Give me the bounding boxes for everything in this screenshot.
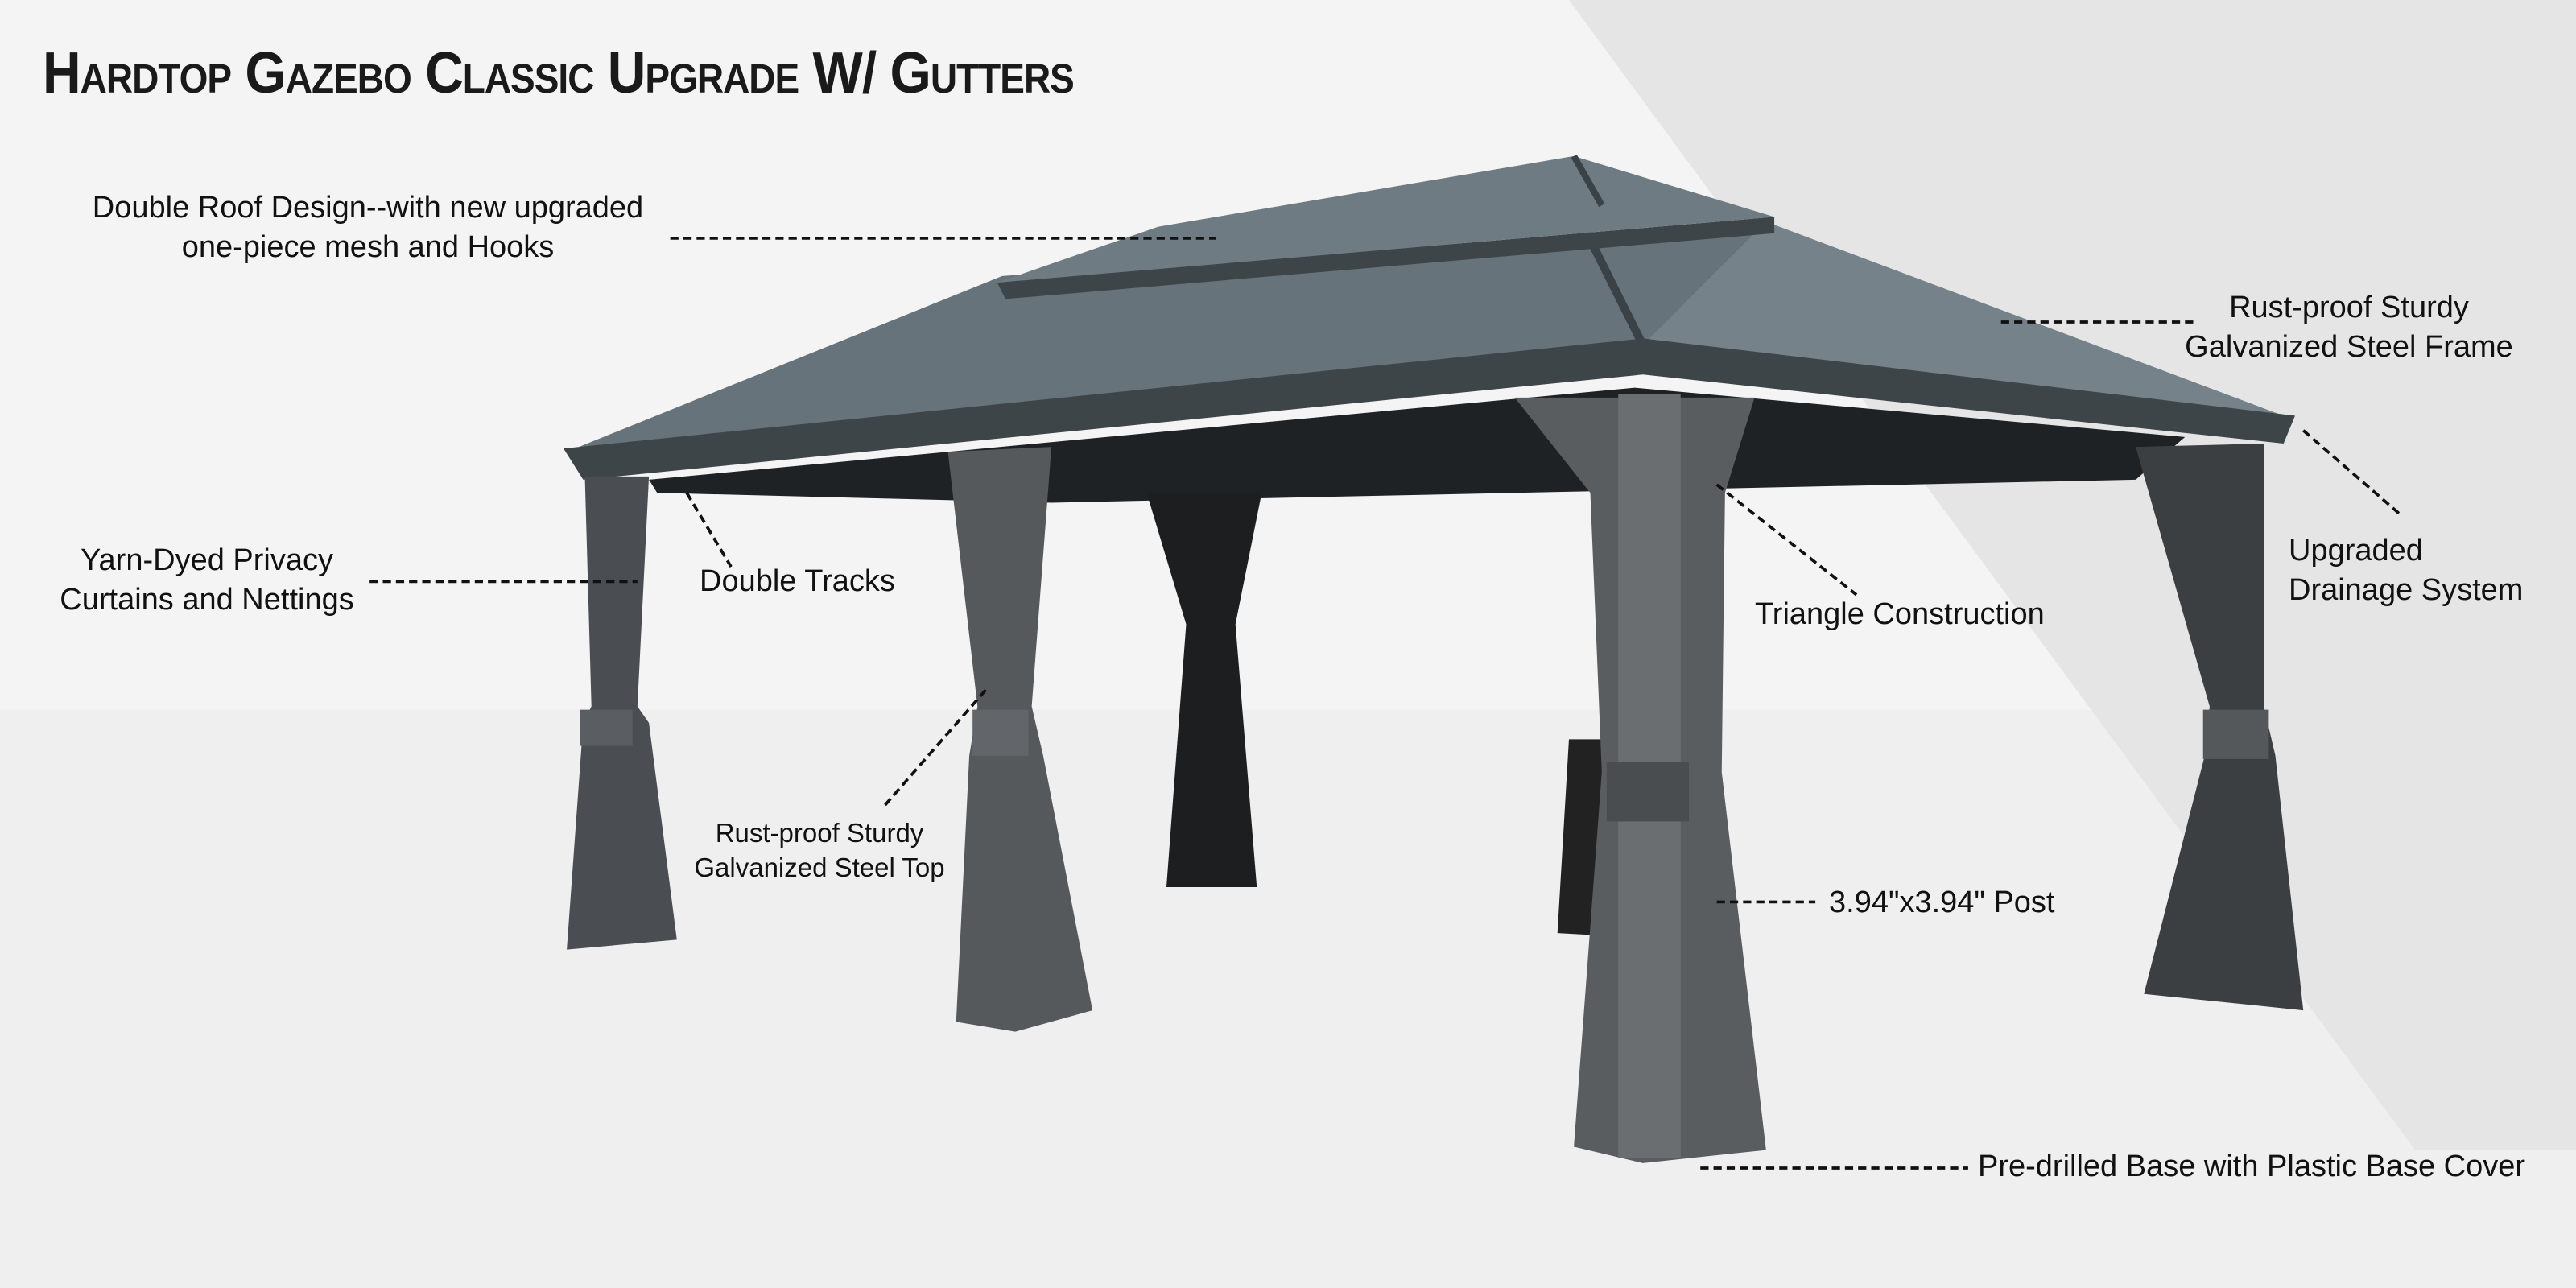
curtain-tie-2 [972,709,1029,756]
callout-base: Pre-drilled Base with Plastic Base Cover [1978,1150,2526,1183]
curtain-tie-3 [1606,762,1689,822]
back-post-curtain [1146,493,1262,888]
upper-roof-band [997,217,1775,299]
callout-line: Double Roof Design--with new upgraded [92,191,644,225]
curtain-tie-1 [580,709,633,746]
leader-lines [369,237,2403,1170]
callout-line: Galvanized Steel Top [694,852,945,882]
main-roof-shade [1642,221,2292,419]
callout-curtains: Yarn-Dyed Privacy Curtains and Nettings [60,541,353,620]
leader-triangle [1715,483,1858,597]
gutter-fascia [564,338,2296,480]
callout-drainage: Upgraded Drainage System [2289,531,2523,610]
callout-line: Upgraded [2289,534,2423,568]
callout-line: Galvanized Steel Frame [2185,330,2513,364]
callout-line: Rust-proof Sturdy [2229,291,2469,324]
curtain-tie-4 [2202,709,2269,759]
hip-ridge [1581,228,1647,347]
callout-post: 3.94"x3.94" Post [1829,886,2055,919]
callout-line: Rust-proof Sturdy [715,818,924,848]
callout-frame: Rust-proof Sturdy Galvanized Steel Frame [2185,288,2513,367]
callout-double-roof: Double Roof Design--with new upgraded on… [93,188,643,267]
callout-triangle: Triangle Construction [1755,597,2045,631]
callout-top: Rust-proof Sturdy Galvanized Steel Top [694,815,944,885]
callout-line: Yarn-Dyed Privacy [80,543,333,577]
upper-roof [997,155,1775,283]
page-title: Hardtop Gazebo Classic Upgrade W/ Gutter… [43,39,1075,105]
leader-drainage [2302,429,2403,518]
callout-tracks: Double Tracks [700,564,895,598]
callout-line: Curtains and Nettings [60,583,354,617]
leader-tracks [685,492,733,568]
callout-line: one-piece mesh and Hooks [181,230,555,264]
callout-line: Drainage System [2289,573,2524,607]
upper-roof-ridge [1571,154,1605,208]
